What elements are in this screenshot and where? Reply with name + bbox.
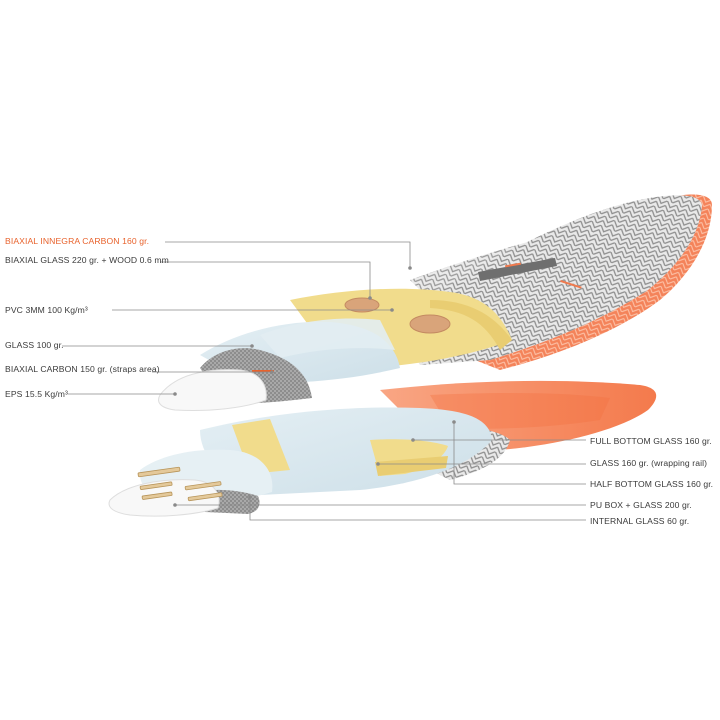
- deck-eps-nose: [158, 369, 267, 411]
- leader-dots: [173, 266, 456, 507]
- fin-boxes: [137, 466, 223, 502]
- mast-track: [478, 258, 557, 281]
- label-biaxial-innegra-carbon: BIAXIAL INNEGRA CARBON 160 gr.: [5, 236, 150, 246]
- label-pu-box-glass: PU BOX + GLASS 200 gr.: [590, 500, 692, 510]
- carbon-strap-accent: [252, 370, 274, 372]
- label-full-bottom-glass: FULL BOTTOM GLASS 160 gr.: [590, 436, 712, 446]
- leader-r3: [453, 422, 586, 485]
- label-half-bottom-glass: HALF BOTTOM GLASS 160 gr.: [590, 479, 714, 489]
- leader-lines: [62, 241, 586, 521]
- label-biaxial-carbon-straps: BIAXIAL CARBON 150 gr. (straps area): [5, 364, 160, 374]
- label-biaxial-glass-wood: BIAXIAL GLASS 220 gr. + WOOD 0.6 mm: [5, 255, 169, 265]
- leader-l2: [160, 261, 371, 298]
- deck-glass-layer-2: [260, 318, 395, 358]
- top-deck-layers: [158, 194, 712, 411]
- wood-disc-1: [344, 297, 380, 313]
- mast-track-accent: [504, 262, 522, 268]
- leader-r5: [249, 497, 586, 521]
- label-pvc: PVC 3MM 100 Kg/m³: [5, 305, 88, 315]
- wood-disc-2: [409, 314, 451, 334]
- label-eps: EPS 15.5 Kg/m³: [5, 389, 69, 399]
- label-glass-100: GLASS 100 gr.: [5, 340, 64, 350]
- hull-half-bottom-band-edge: [375, 456, 448, 476]
- deck-pvc-band-edge: [430, 300, 512, 350]
- label-internal-glass: INTERNAL GLASS 60 gr.: [590, 516, 690, 526]
- bottom-hull-layers: [108, 380, 657, 517]
- tail-accent: [560, 279, 582, 289]
- label-glass-wrapping-rail: GLASS 160 gr. (wrapping rail): [590, 458, 708, 468]
- leader-l1: [165, 241, 411, 268]
